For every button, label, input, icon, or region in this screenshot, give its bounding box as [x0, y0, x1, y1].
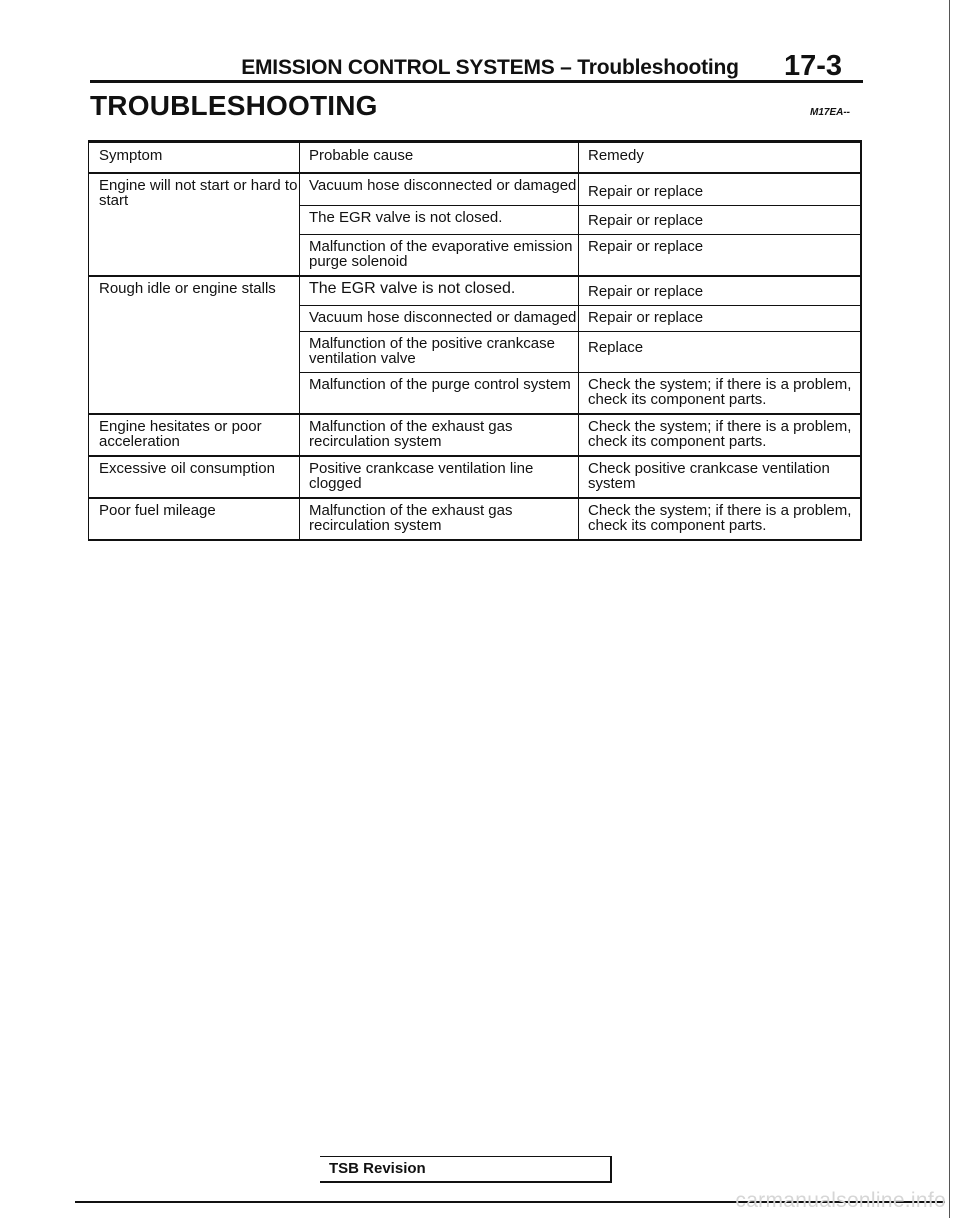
remedy-cell: Check positive crankcase ventilation sys…	[578, 456, 861, 499]
remedy-cell: Repair or replace	[578, 234, 861, 277]
header-rule	[90, 80, 863, 83]
cause-cell: The EGR valve is not closed.	[299, 276, 579, 306]
cause-cell: Positive crankcase ventilation line clog…	[299, 456, 579, 499]
table-row: Poor fuel mileage Malfunction of the exh…	[88, 498, 861, 540]
watermark: carmanualsonline.info	[735, 1189, 946, 1212]
column-header-probable-cause: Probable cause	[299, 141, 579, 174]
cause-cell: Malfunction of the purge control system	[299, 372, 579, 415]
section-heading: TROUBLESHOOTING	[90, 90, 378, 121]
tsb-revision-box: TSB Revision	[320, 1156, 612, 1183]
symptom-cell: Excessive oil consumption	[88, 456, 300, 499]
table-row: Malfunction of the positive crankcase ve…	[89, 331, 861, 373]
remedy-cell: Check the system; if there is a problem,…	[578, 372, 861, 415]
section-code: M17EA--	[810, 107, 851, 118]
symptom-cell: Rough idle or engine stalls	[88, 276, 300, 415]
cause-cell: Vacuum hose disconnected or damaged	[299, 173, 579, 206]
column-header-remedy: Remedy	[578, 141, 861, 174]
troubleshooting-table: Symptom Probable cause Remedy Engine wil…	[88, 140, 862, 541]
tsb-revision-label: TSB Revision	[329, 1160, 426, 1177]
table-row: Engine hesitates or poor acceleration Ma…	[88, 414, 861, 457]
page-edge-line	[949, 0, 950, 1218]
cause-cell: Malfunction of the positive crankcase ve…	[299, 331, 579, 373]
table-row: The EGR valve is not closed. Repair or r…	[89, 205, 861, 235]
column-header-symptom: Symptom	[88, 141, 300, 174]
page-number: 17-3	[784, 50, 843, 82]
remedy-cell: Repair or replace	[578, 173, 861, 206]
cause-cell: Vacuum hose disconnected or damaged	[299, 305, 579, 332]
table-row: Excessive oil consumption Positive crank…	[88, 456, 861, 499]
symptom-cell: Engine hesitates or poor acceleration	[88, 414, 300, 457]
remedy-cell: Check the system; if there is a problem,…	[578, 414, 861, 457]
remedy-cell: Repair or replace	[578, 276, 861, 306]
table-row: Vacuum hose disconnected or damaged Repa…	[89, 305, 861, 332]
table-row: Rough idle or engine stalls The EGR valv…	[88, 276, 861, 415]
remedy-cell: Repair or replace	[578, 305, 861, 332]
cause-cell: The EGR valve is not closed.	[299, 205, 579, 235]
cause-cell: Malfunction of the evaporative emission …	[299, 234, 579, 277]
table-row: Malfunction of the evaporative emission …	[89, 234, 861, 277]
remedy-cell: Replace	[578, 331, 861, 373]
running-header-title: EMISSION CONTROL SYSTEMS – Troubleshooti…	[241, 56, 739, 79]
symptom-cell: Poor fuel mileage	[88, 498, 300, 540]
table-header-row: Symptom Probable cause Remedy	[88, 141, 861, 174]
cause-cell: Malfunction of the exhaust gas recircula…	[299, 498, 579, 540]
remedy-cell: Repair or replace	[578, 205, 861, 235]
symptom-cell: Engine will not start or hard to start	[88, 173, 300, 277]
table-row: Malfunction of the purge control system …	[89, 372, 861, 415]
table-row: Engine will not start or hard to start V…	[88, 173, 861, 277]
remedy-cell: Check the system; if there is a problem,…	[588, 502, 852, 534]
footer-rule	[75, 1201, 945, 1203]
cause-cell: Malfunction of the exhaust gas recircula…	[299, 414, 579, 457]
